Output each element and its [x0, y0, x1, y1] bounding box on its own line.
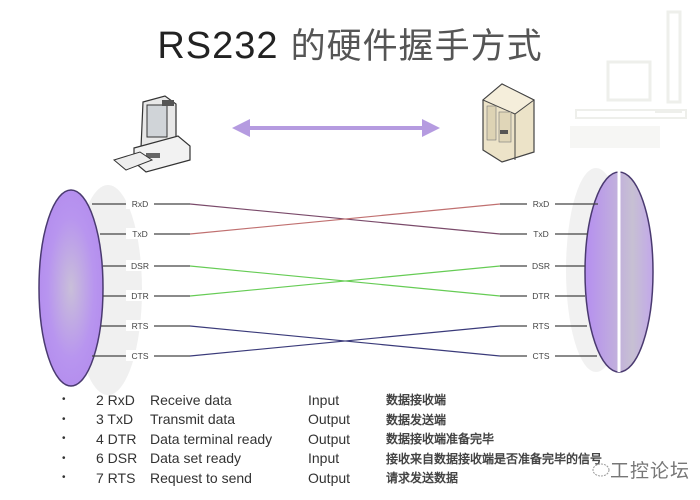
page-title: RS232 的硬件握手方式: [0, 18, 700, 69]
chinese-description: 数据发送端: [386, 412, 447, 427]
signal-direction: Output: [308, 430, 351, 447]
right-signal-label: RTS: [533, 321, 550, 331]
crossover-wire: [189, 265, 501, 297]
pin-name: 7 RTS: [96, 469, 136, 486]
crossover-wire: [189, 325, 501, 357]
pin-name: 6 DSR: [96, 450, 138, 467]
bullet-icon: •: [62, 413, 66, 425]
right-signal-label: DSR: [532, 261, 550, 271]
bullet-icon: •: [62, 452, 66, 464]
right-signal-label: TxD: [533, 229, 549, 239]
chinese-description: 数据接收端: [386, 393, 447, 408]
double-arrow-icon: [232, 119, 440, 137]
left-signal-label: DSR: [131, 261, 149, 271]
left-signal-label: DTR: [131, 291, 148, 301]
wechat-icon: [592, 463, 610, 477]
chinese-description: 数据接收端准备完毕: [386, 432, 495, 447]
bullet-icon: •: [62, 394, 66, 406]
table-row: • 3 TxD Transmit data Output 数据发送端: [62, 410, 602, 430]
title-chinese: 的硬件握手方式: [278, 27, 543, 67]
chinese-description: 请求发送数据: [386, 471, 459, 486]
table-row: • 2 RxD Receive data Input 数据接收端: [62, 390, 602, 410]
left-signal-label: RxD: [132, 199, 149, 209]
signal-direction: Input: [308, 391, 340, 408]
background-computer-icon: [570, 10, 687, 148]
left-connector: [38, 189, 104, 387]
signal-description: Receive data: [150, 391, 232, 408]
signal-description: Data set ready: [150, 450, 242, 467]
pin-name: 4 DTR: [96, 430, 137, 447]
right-signal-label: DTR: [532, 291, 549, 301]
watermark: 工控论坛: [610, 460, 691, 482]
signal-direction: Input: [308, 450, 340, 467]
bullet-icon: •: [62, 433, 66, 445]
title-latin: RS232: [157, 25, 279, 67]
table-row: • 6 DSR Data set ready Input 接收来自数据接收端是否准备完…: [62, 449, 602, 469]
signal-direction: Output: [308, 469, 351, 486]
server-tower-icon: [482, 83, 535, 163]
crossover-wire: [189, 203, 501, 235]
table-row: • 7 RTS Request to send Output 请求发送数据: [62, 468, 602, 488]
bullet-icon: •: [62, 472, 66, 484]
signal-direction: Output: [308, 411, 351, 428]
left-signal-label: CTS: [132, 351, 149, 361]
pin-name: 3 TxD: [96, 411, 134, 428]
left-signal-label: RTS: [132, 321, 149, 331]
table-row: • 4 DTR Data terminal ready Output 数据接收端准备完毕: [62, 429, 602, 449]
pin-name: 2 RxD: [96, 391, 135, 408]
right-signal-label: RxD: [533, 199, 550, 209]
computer-terminal-icon: [112, 95, 191, 173]
signal-description: Request to send: [150, 469, 252, 486]
signal-description: Data terminal ready: [150, 430, 273, 447]
right-signal-label: CTS: [533, 351, 550, 361]
left-signal-label: TxD: [132, 229, 148, 239]
signal-description: Transmit data: [150, 411, 236, 428]
chinese-description: 接收来自数据接收端是否准备完毕的信号: [386, 451, 603, 466]
